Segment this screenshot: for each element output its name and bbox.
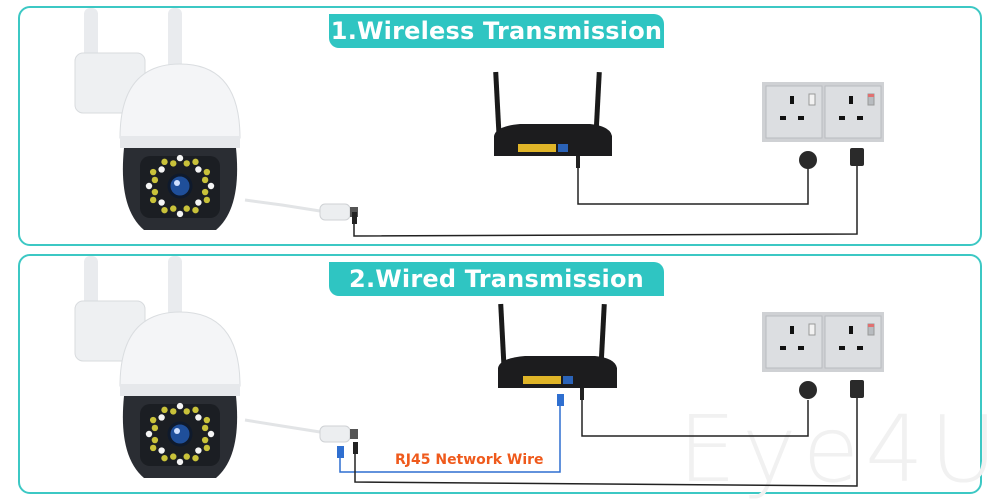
router-icon [498,303,617,388]
led-light [195,166,202,173]
power-plug-icon [799,151,817,169]
led-light [183,408,190,415]
led-light [151,436,159,444]
camera-power-cable [353,158,858,237]
led-light [195,199,202,206]
led-light [176,154,184,162]
power-adapter-icon [850,148,864,166]
led-light [161,454,168,462]
led-light [161,406,168,414]
power-adapter-icon [850,380,864,398]
panel-title: 2.Wired Transmission [329,262,664,296]
panel-title: 1.Wireless Transmission [329,14,664,48]
led-light [207,182,215,190]
led-light [161,206,168,214]
rj45-cable-label: RJ45 Network Wire [395,452,544,468]
camera-icon [74,8,241,230]
led-light [195,447,202,454]
camera-power-cable [354,396,858,487]
rj45-female-connector [319,203,351,221]
led-light [170,160,177,167]
led-light [201,176,209,184]
wired-diagram [74,256,884,487]
router-power-cable [577,158,809,205]
led-light [195,414,202,421]
led-array [145,402,215,466]
led-light [203,168,211,176]
camera-icon [74,256,241,478]
camera-cable [244,198,321,213]
led-light [145,182,153,190]
camera-cable [244,418,321,434]
led-light [203,444,211,452]
led-light [203,416,211,424]
led-light [158,447,165,454]
led-light [161,158,168,166]
led-light [149,168,157,176]
router-icon [493,71,612,156]
led-light [158,199,165,206]
led-light [151,424,159,432]
led-light [176,210,184,218]
led-light [151,176,159,184]
wireless-transmission-panel: 1.Wireless Transmission [18,6,982,246]
led-light [183,205,190,212]
led-light [176,402,184,410]
led-light [176,458,184,466]
led-light [183,453,190,460]
led-light [183,160,190,167]
rj45-plug-icon [557,394,564,406]
led-light [192,406,199,414]
led-light [151,188,159,196]
wired-transmission-panel: 2.Wired Transmission Eye4U [18,254,997,503]
router-power-cable [581,392,809,437]
led-light [192,206,199,214]
led-light [192,158,199,166]
led-light [201,436,209,444]
rj45-plug-icon [337,446,344,458]
double-wall-socket-icon [762,312,884,372]
led-light [207,430,215,438]
led-light [145,430,153,438]
led-light [170,205,177,212]
rj45-network-cable [339,402,561,473]
rj45-female-connector [319,425,351,443]
double-wall-socket-icon [762,82,884,142]
led-light [149,416,157,424]
led-light [149,196,157,204]
led-light [158,414,165,421]
led-light [158,166,165,173]
led-light [203,196,211,204]
led-light [192,454,199,462]
led-light [170,453,177,460]
led-array [145,154,215,218]
wireless-diagram [74,8,884,237]
led-light [170,408,177,415]
led-light [149,444,157,452]
led-light [201,188,209,196]
led-light [201,424,209,432]
power-plug-icon [799,381,817,399]
